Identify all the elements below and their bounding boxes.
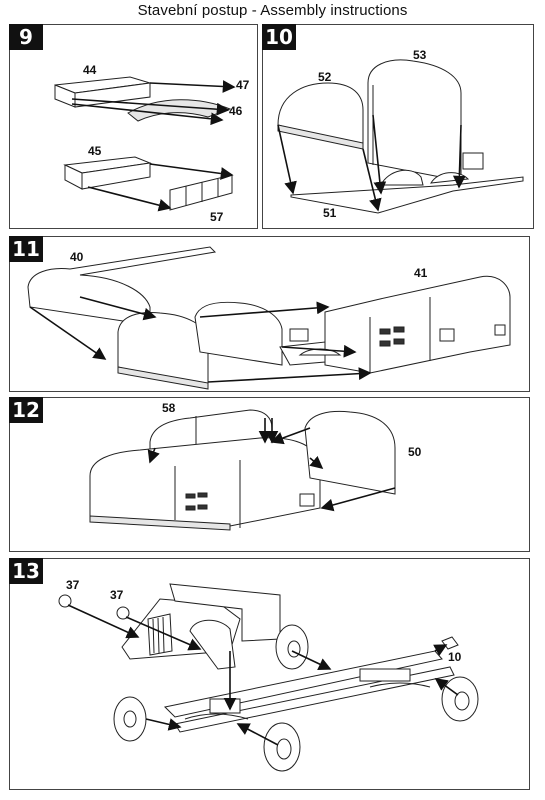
label-52: 52 <box>318 70 332 84</box>
step-11-diagram: 40 41 <box>27 246 511 390</box>
step-10-badge: 10 <box>262 24 296 50</box>
label-44: 44 <box>83 63 97 77</box>
label-47: 47 <box>236 78 250 92</box>
label-10: 10 <box>448 650 462 664</box>
label-37-right: 37 <box>110 588 124 602</box>
truck-body <box>89 437 321 527</box>
label-46: 46 <box>229 104 243 118</box>
label-45: 45 <box>88 144 102 158</box>
part-57 <box>169 174 233 211</box>
step-13-diagram: 37 37 10 <box>58 578 479 772</box>
label-50: 50 <box>408 445 422 459</box>
label-40: 40 <box>70 250 84 264</box>
page-title: Stavební postup - Assembly instructions <box>137 2 408 19</box>
part-53 <box>367 59 462 182</box>
step-9-badge: 9 <box>9 24 43 50</box>
part-46-47 <box>127 99 232 122</box>
step-11-badge: 11 <box>9 236 43 262</box>
part-50 <box>304 410 396 495</box>
step-12-panel: 12 58 50 <box>9 397 530 552</box>
label-37-left: 37 <box>66 578 80 592</box>
step-13-panel: 13 <box>9 558 530 790</box>
label-58: 58 <box>162 401 176 415</box>
step-10-panel: 10 52 53 51 <box>262 24 534 229</box>
step-12-diagram: 58 50 <box>89 401 422 531</box>
label-51: 51 <box>323 206 337 220</box>
step-12-badge: 12 <box>9 397 43 423</box>
step-9-panel: 9 44 47 46 45 57 <box>9 24 258 229</box>
step-9-diagram: 44 47 46 45 57 <box>54 63 250 224</box>
part-37-right <box>116 606 130 620</box>
label-53: 53 <box>413 48 427 62</box>
step-13-badge: 13 <box>9 558 43 584</box>
part-37-left <box>58 594 72 608</box>
step-11-panel: 11 40 41 <box>9 236 530 392</box>
part-41 <box>324 275 511 374</box>
step-10-diagram: 52 53 51 <box>277 48 524 220</box>
part-40 <box>27 246 217 326</box>
part-52 <box>277 82 364 148</box>
label-57: 57 <box>210 210 224 224</box>
label-41: 41 <box>414 266 428 280</box>
part-10 <box>441 636 459 650</box>
